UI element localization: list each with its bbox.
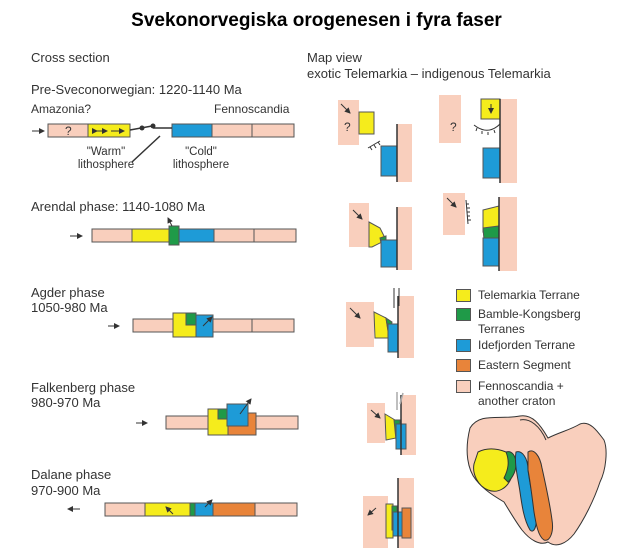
pre-question-mark: ? (65, 124, 72, 138)
map-view-header: Map view (307, 50, 362, 65)
amazonia-label: Amazonia? (31, 102, 92, 116)
cross-section-arendal (70, 217, 297, 246)
map-view-exotic-falkenberg (367, 392, 416, 455)
legend-idefjorden-label: Idefjorden Terrane (478, 338, 576, 352)
regional-map (466, 415, 607, 546)
legend-fenno-label-1: Fennoscandia + (478, 379, 564, 393)
cross-section-dalane (67, 499, 298, 517)
cross-section-pre (32, 123, 295, 163)
svg-text:?: ? (450, 120, 457, 134)
cross-section-agder (108, 312, 295, 338)
eastern-swatch (456, 359, 471, 372)
phase-dalane-age: 970-900 Ma (31, 483, 101, 498)
phase-falkenberg-age: 980-970 Ma (31, 395, 101, 410)
cross-section-falkenberg (136, 398, 299, 436)
phase-pre-label: Pre-Sveconorwegian: 1220-1140 Ma (31, 82, 242, 97)
cross-section-header: Cross section (31, 50, 110, 65)
phase-arendal-label: Arendal phase: 1140-1080 Ma (31, 199, 205, 214)
map-view-indigenous-pre: ? (439, 95, 517, 183)
legend-bamble-label-2: Terranes (478, 322, 525, 336)
legend-eastern-label: Eastern Segment (478, 358, 571, 372)
map-view-exotic-dalane (363, 478, 414, 548)
cold-lithosphere-label: "Cold"lithosphere (172, 146, 230, 171)
phase-agder-label: Agder phase (31, 285, 105, 300)
phase-agder-age: 1050-980 Ma (31, 300, 108, 315)
fennoscandia-swatch (456, 380, 471, 393)
legend-bamble-label-1: Bamble-Kongsberg (478, 307, 581, 321)
telemarkia-swatch (456, 289, 471, 302)
warm-lithosphere-label: "Warm"lithosphere (77, 146, 135, 171)
map-view-exotic-arendal (349, 203, 412, 270)
fennoscandia-label: Fennoscandia (214, 102, 290, 116)
map-view-exotic-agder (346, 288, 414, 358)
phase-dalane-label: Dalane phase (31, 467, 112, 482)
page-title: Svekonorvegiska orogenesen i fyra faser (131, 10, 502, 31)
svg-text:?: ? (344, 120, 351, 134)
legend-telemarkia-label: Telemarkia Terrane (478, 288, 580, 302)
idefjorden-swatch (456, 339, 471, 352)
map-view-exotic-pre: ? (338, 100, 412, 182)
map-view-indigenous-arendal (443, 193, 517, 271)
legend-fenno-label-2: another craton (478, 394, 556, 408)
phase-falkenberg-label: Falkenberg phase (31, 380, 136, 395)
map-view-subheader: exotic Telemarkia – indigenous Telemarki… (307, 66, 551, 81)
bamble-swatch (456, 308, 471, 321)
